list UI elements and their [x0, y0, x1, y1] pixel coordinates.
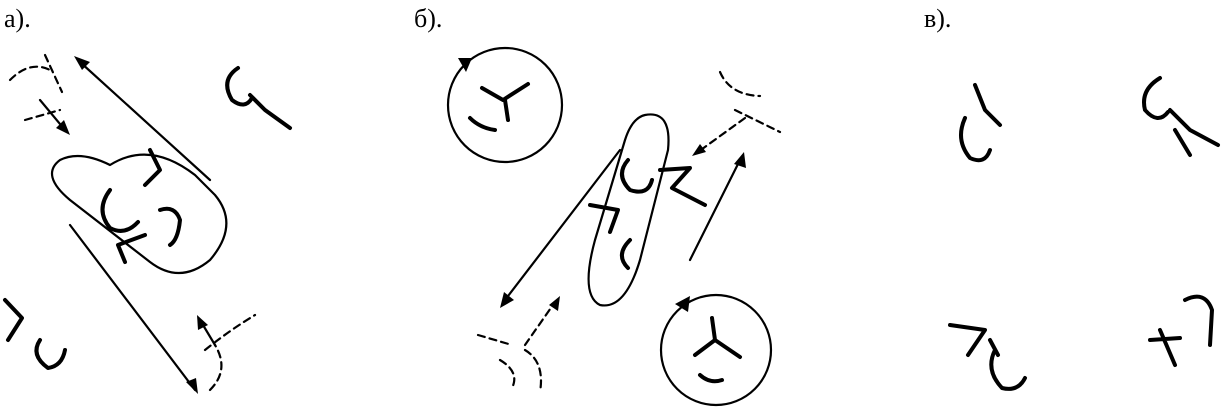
panel-b-circle-bottom — [661, 295, 771, 405]
panel-b-dash-bottom-arrow — [525, 302, 555, 345]
panel-a-dash-bottom-2 — [210, 345, 221, 390]
panel-a-dash-top-1 — [10, 67, 50, 80]
panel-b-loop — [589, 114, 669, 305]
panel-c-fragment-top-left — [961, 85, 1000, 160]
panel-a-fragment-bottom-left — [5, 300, 65, 368]
panel-a-inner-glyph-2 — [103, 190, 139, 231]
panel-c-diagram — [950, 78, 1218, 389]
panel-a-dash-bottom-1 — [205, 315, 255, 350]
panel-b-diagram — [448, 48, 780, 405]
panel-b-inner-glyph-4 — [622, 240, 630, 268]
panel-b-dash-bottom-1 — [478, 335, 512, 345]
panel-a-fragment-top-right — [227, 68, 290, 128]
panel-b-dash-top-arrowhead — [692, 144, 706, 156]
panel-b-dash-bottom-3 — [525, 350, 541, 392]
panel-b-dash-top-1 — [720, 72, 760, 96]
panel-b-dash-bottom-arrowhead — [549, 296, 560, 311]
panel-b-arrow-head-left — [500, 292, 514, 308]
panel-b-arrow-head-right — [734, 152, 746, 168]
panel-b-inner-glyph-1 — [622, 160, 652, 192]
panel-c-fragment-top-right — [1144, 78, 1218, 155]
panel-b-dash-top-arrow — [698, 118, 745, 152]
panel-b-dash-bottom-2 — [500, 360, 514, 388]
panel-c-fragment-bottom-left — [950, 325, 1025, 389]
panel-c-fragment-bottom-right — [1150, 297, 1212, 365]
panel-b-inner-glyph-2 — [660, 168, 705, 205]
panel-a-arrow-line-top — [80, 62, 210, 180]
panel-b-inner-glyph-3 — [590, 205, 618, 232]
panel-a-diagram — [5, 55, 290, 394]
panel-a-inner-glyph-3 — [160, 209, 180, 245]
panel-b-circle-top-glyph — [470, 84, 528, 130]
panel-a-dash-top-3 — [45, 55, 62, 92]
panel-b-arrow-line-right — [690, 160, 740, 260]
panel-b-circle-bottom-glyph — [695, 318, 740, 381]
panel-b-arrow-line-left — [505, 150, 620, 300]
panel-a-dash-bottom-arrowhead — [197, 315, 208, 330]
